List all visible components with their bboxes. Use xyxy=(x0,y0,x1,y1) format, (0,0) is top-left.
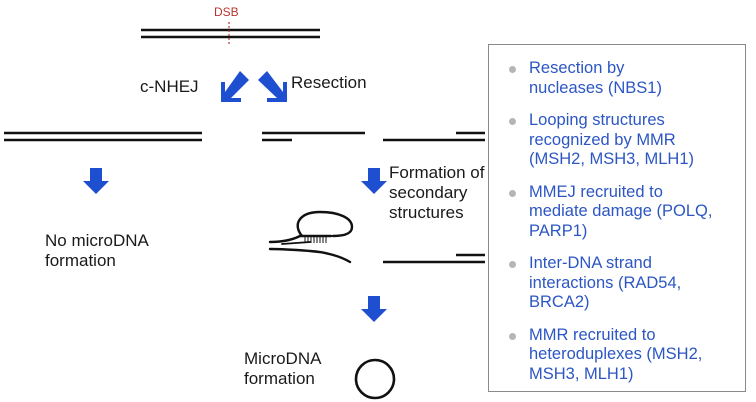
arrow-down-microdna xyxy=(361,296,387,322)
cnhej-label: c-NHEJ xyxy=(140,77,199,96)
factor-text: MMEJ recruited to mediate damage (POLQ, … xyxy=(529,182,713,240)
base-pairing-ticks xyxy=(304,237,327,243)
rejoined-dna-duplex xyxy=(4,131,202,142)
bullet-icon xyxy=(509,118,516,125)
intact-dna-duplex xyxy=(141,28,320,39)
arrow-to-resection xyxy=(258,71,287,102)
factor-item: MMR recruited to heteroduplexes (MSH2, M… xyxy=(509,326,724,385)
factor-text: Looping structures recognized by MMR (MS… xyxy=(529,111,695,168)
bullet-icon xyxy=(509,189,516,197)
arrow-down-left xyxy=(83,168,109,194)
factor-text: MMR recruited to heteroduplexes (MSH2, M… xyxy=(529,325,703,383)
resection-label: Resection xyxy=(291,73,367,92)
secondary-structures-label: Formation of secondary structures xyxy=(389,163,485,222)
repair-factors-list: Resection by nucleases (NBS1) Looping st… xyxy=(489,45,745,384)
arrow-down-secondary xyxy=(361,168,387,194)
no-microdna-label: No microDNA formation xyxy=(45,231,149,270)
factor-text: Resection by nucleases (NBS1) xyxy=(529,59,662,97)
factor-item: MMEJ recruited to mediate damage (POLQ, … xyxy=(509,183,724,242)
secondary-structure xyxy=(268,210,354,264)
factor-item: Inter-DNA strand interactions (RAD54, BR… xyxy=(509,254,689,313)
microdna-circle xyxy=(354,358,396,400)
bullet-icon xyxy=(509,261,516,268)
factor-text: Inter-DNA strand interactions (RAD54, BR… xyxy=(529,254,682,311)
factor-item: Resection by nucleases (NBS1) xyxy=(509,59,699,98)
factor-item: Looping structures recognized by MMR (MS… xyxy=(509,111,724,170)
remaining-dna-end xyxy=(383,253,485,264)
bullet-icon xyxy=(509,66,516,73)
dsb-label: DSB xyxy=(214,5,239,19)
bullet-icon xyxy=(509,332,516,340)
arrow-to-cnhej xyxy=(221,71,249,102)
resected-dna-ends xyxy=(262,131,485,142)
repair-factors-panel: Resection by nucleases (NBS1) Looping st… xyxy=(488,44,746,392)
microdna-formation-label: MicroDNA formation xyxy=(244,349,322,388)
